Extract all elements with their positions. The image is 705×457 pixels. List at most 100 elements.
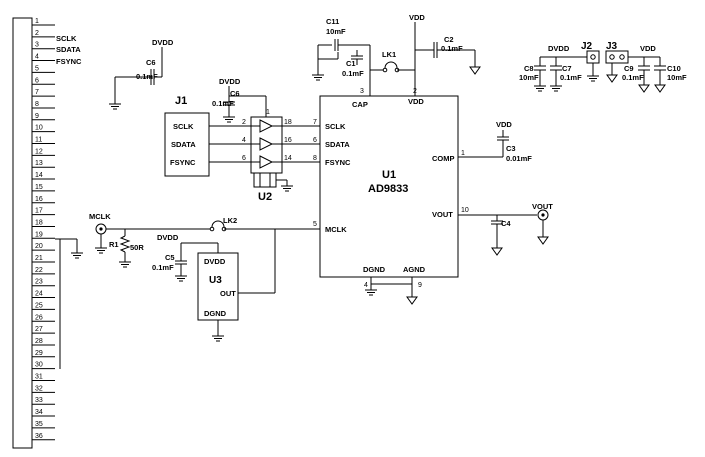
u2-pin-1: 1 <box>266 109 270 116</box>
c2-value: 0.1mF <box>441 44 463 53</box>
decoupling-top: C11 10mF C1 0.1mF LK1 VDD C2 0.1mF <box>311 13 481 96</box>
u2-pin-18: 18 <box>284 119 292 126</box>
j1-pin-sdata: SDATA <box>171 140 196 149</box>
connector-pin-number: 27 <box>35 326 43 333</box>
c3-ref: C3 <box>506 144 516 153</box>
connector-pin-number: 17 <box>35 208 43 215</box>
connector-pin-number: 6 <box>35 77 39 84</box>
connector-pin-number: 9 <box>35 113 39 120</box>
u1-pin-6: 6 <box>313 137 317 144</box>
rail-vdd-j3-label: VDD <box>640 44 656 53</box>
u2-ref: U2 <box>258 191 272 203</box>
u1-pin-10: 10 <box>461 207 469 214</box>
lk1-ref: LK1 <box>382 50 396 59</box>
c3-value: 0.01mF <box>506 154 532 163</box>
c7-ref: C7 <box>562 64 572 73</box>
vout-connector-label: VOUT <box>532 202 553 211</box>
connector-pin-number: 33 <box>35 397 43 404</box>
c9-ref: C9 <box>624 64 634 73</box>
conn-label-fsync: FSYNC <box>56 57 82 66</box>
rail-vdd-top-label: VDD <box>409 13 425 22</box>
jumpers-j2-j3: J2 J3 DVDD C8 10mF C7 0.1mF VDD <box>519 41 687 93</box>
u1-pin-dgnd: DGND <box>363 265 386 274</box>
u1-pin-fsync: FSYNC <box>325 158 351 167</box>
c6-left-ref: C6 <box>146 58 156 67</box>
capacitor-c3: VDD C3 0.01mF <box>458 120 532 163</box>
connector-pin-number: 34 <box>35 409 43 416</box>
u1-part: AD9833 <box>368 183 408 195</box>
connector-pin-number: 13 <box>35 160 43 167</box>
c6-left-value: 0.1mF <box>136 72 158 81</box>
conn-label-sdata: SDATA <box>56 45 81 54</box>
u1-pin-3: 3 <box>360 88 364 95</box>
mclk-input: MCLK R1 50R LK2 <box>89 212 320 294</box>
c1-value: 0.1mF <box>342 69 364 78</box>
u1-pin-vdd: VDD <box>408 97 424 106</box>
mclk-connector-label: MCLK <box>89 212 111 221</box>
connector-pin-number: 32 <box>35 385 43 392</box>
u3-ref: U3 <box>209 275 222 286</box>
connector-pin-number: 15 <box>35 184 43 191</box>
u2-pin-4: 4 <box>242 137 246 144</box>
connector-36-way: 1234567891011121314151617181920212223242… <box>12 17 84 449</box>
connector-pin-number: 12 <box>35 148 43 155</box>
u2-pin-16: 16 <box>284 137 292 144</box>
u1-pin-9: 9 <box>418 282 422 289</box>
connector-pin-number: 3 <box>35 42 39 49</box>
buffer-u2: DVDD C6 0.1mF 1 2 4 6 18 16 14 U2 <box>212 77 320 203</box>
u3-pin-dgnd: DGND <box>204 309 227 318</box>
u3-pin-out: OUT <box>220 289 236 298</box>
u1-pin-5: 5 <box>313 221 317 228</box>
rail-dvdd-u3-label: DVDD <box>157 233 179 242</box>
connector-pin-number: 23 <box>35 279 43 286</box>
j1-ref: J1 <box>175 95 187 107</box>
j1-pin-sclk: SCLK <box>173 122 194 131</box>
j1-pin-fsync: FSYNC <box>170 158 196 167</box>
c9-value: 0.1mF <box>622 73 644 82</box>
connector-pin-number: 14 <box>35 172 43 179</box>
r1-ref: R1 <box>109 240 119 249</box>
u1-pin-4: 4 <box>364 282 368 289</box>
connector-pin-number: 21 <box>35 255 43 262</box>
connector-pin-number: 31 <box>35 374 43 381</box>
u1-pin-7: 7 <box>313 119 317 126</box>
j2-ref: J2 <box>581 41 593 52</box>
c11-ref: C11 <box>326 17 339 26</box>
u1-pin-sclk: SCLK <box>325 122 346 131</box>
output-vout: C4 VOUT <box>458 202 553 256</box>
u1-pin-mclk: MCLK <box>325 225 347 234</box>
connector-pin-number: 16 <box>35 196 43 203</box>
header-j1: J1 SCLK SDATA FSYNC <box>164 95 251 177</box>
c2-ref: C2 <box>444 35 454 44</box>
connector-pin-number: 8 <box>35 101 39 108</box>
c10-ref: C10 <box>667 64 681 73</box>
rail-dvdd-label: DVDD <box>152 38 174 47</box>
rail-vdd-c3-label: VDD <box>496 120 512 129</box>
oscillator-u3: DVDD C5 0.1mF DVDD U3 OUT DGND <box>152 233 239 342</box>
u1-pin-cap: CAP <box>352 100 368 109</box>
connector-pin-number: 28 <box>35 338 43 345</box>
chip-u1-ad9833: U1 AD9833 SCLK SDATA FSYNC MCLK CAP VDD … <box>313 88 469 305</box>
c4-ref: C4 <box>501 219 511 228</box>
u1-ref: U1 <box>382 169 396 181</box>
c7-value: 0.1mF <box>560 73 582 82</box>
u1-pin-1: 1 <box>461 150 465 157</box>
c8-ref: C8 <box>524 64 534 73</box>
u1-pin-sdata: SDATA <box>325 140 350 149</box>
connector-pin-number: 30 <box>35 362 43 369</box>
c5-value: 0.1mF <box>152 263 174 272</box>
connector-pin-number: 18 <box>35 219 43 226</box>
connector-pin-number: 1 <box>35 18 39 25</box>
connector-pin-number: 26 <box>35 314 43 321</box>
j3-ref: J3 <box>606 41 618 52</box>
connector-pin-number: 29 <box>35 350 43 357</box>
u1-pin-comp: COMP <box>432 154 455 163</box>
connector-pin-number: 25 <box>35 302 43 309</box>
connector-pin-number: 7 <box>35 89 39 96</box>
c1-ref: C1 <box>346 59 356 68</box>
u2-pin-14: 14 <box>284 155 292 162</box>
connector-pin-number: 19 <box>35 231 43 238</box>
connector-pin-number: 22 <box>35 267 43 274</box>
c10-value: 10mF <box>667 73 687 82</box>
